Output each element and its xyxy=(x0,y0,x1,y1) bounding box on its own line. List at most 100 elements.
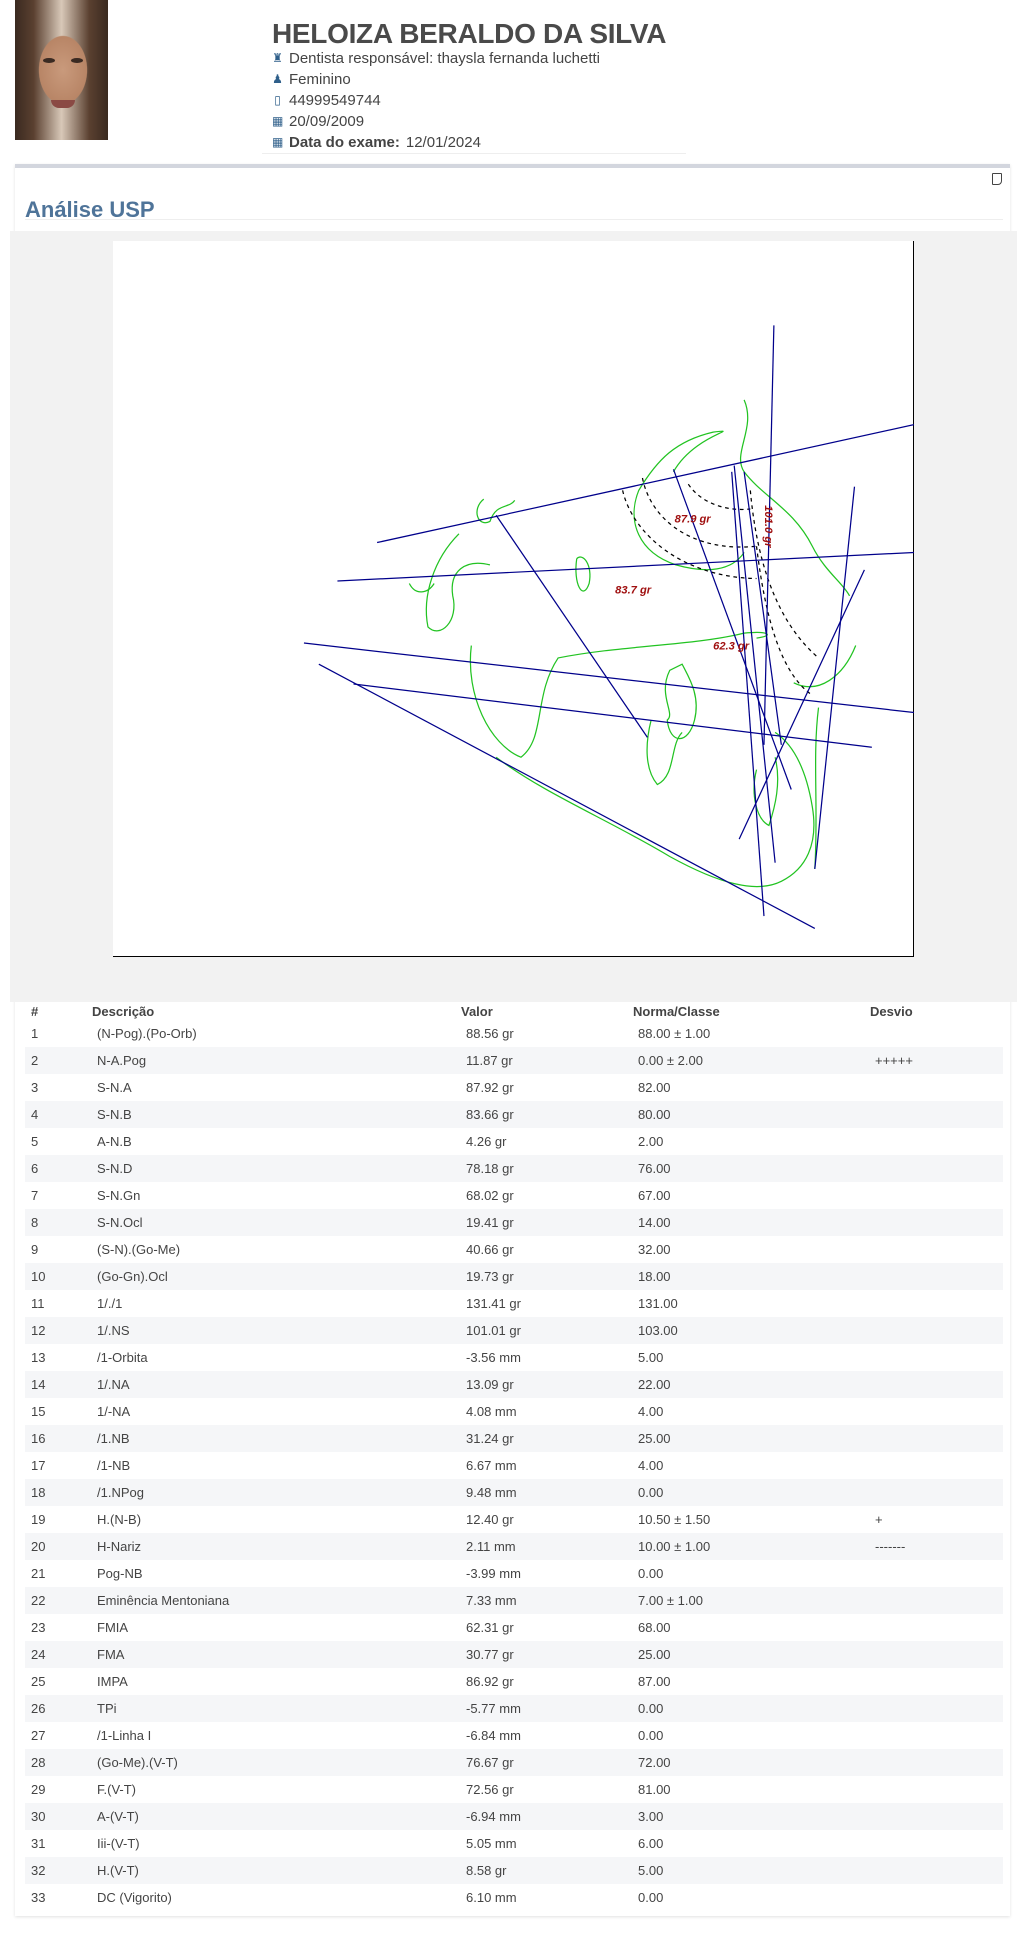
row-description: (Go-Gn).Ocl xyxy=(97,1269,168,1284)
row-norm: 3.00 xyxy=(638,1809,664,1824)
row-description: (S-N).(Go-Me) xyxy=(97,1242,181,1257)
row-norm: 0.00 xyxy=(638,1701,664,1716)
row-norm: 22.00 xyxy=(638,1377,671,1392)
row-description: (Go-Me).(V-T) xyxy=(97,1755,178,1770)
row-number: 32 xyxy=(31,1863,46,1878)
row-number: 30 xyxy=(31,1809,46,1824)
row-description: S-N.Ocl xyxy=(97,1215,143,1230)
angle-label: 101.0 gr xyxy=(762,505,774,548)
row-value: 13.09 gr xyxy=(466,1377,514,1392)
row-norm: 10.00 ± 1.00 xyxy=(638,1539,711,1554)
row-value: -5.77 mm xyxy=(466,1701,521,1716)
row-norm: 80.00 xyxy=(638,1107,671,1122)
row-number: 11 xyxy=(31,1296,45,1311)
row-norm: 25.00 xyxy=(638,1647,671,1662)
angle-label: 62.3 gr xyxy=(713,640,750,652)
row-norm: 2.00 xyxy=(638,1134,664,1149)
row-norm: 131.00 xyxy=(638,1296,678,1311)
row-number: 13 xyxy=(31,1350,46,1365)
angle-label: 83.7 gr xyxy=(615,584,652,596)
row-number: 21 xyxy=(31,1566,46,1581)
row-norm: 68.00 xyxy=(638,1620,671,1635)
row-norm: 81.00 xyxy=(638,1782,671,1797)
row-value: 19.41 gr xyxy=(466,1215,514,1230)
row-description: S-N.Gn xyxy=(97,1188,141,1203)
row-description: FMA xyxy=(97,1647,125,1662)
row-norm: 87.00 xyxy=(638,1674,671,1689)
row-description: FMIA xyxy=(97,1620,129,1635)
row-value: 4.26 gr xyxy=(466,1134,507,1149)
phone-icon: ▯ xyxy=(274,93,281,107)
table-row: 9 (S-N).(Go-Me) 40.66 gr 32.00 xyxy=(25,1236,1003,1263)
row-value: 8.58 gr xyxy=(466,1863,507,1878)
row-value: 101.01 gr xyxy=(466,1323,521,1338)
row-description: H.(N-B) xyxy=(97,1512,142,1527)
angle-arcs xyxy=(622,477,819,696)
row-value: 12.40 gr xyxy=(466,1512,514,1527)
row-value: -3.56 mm xyxy=(466,1350,521,1365)
divider xyxy=(25,219,1003,220)
row-norm: 67.00 xyxy=(638,1188,671,1203)
row-norm: 18.00 xyxy=(638,1269,671,1284)
row-norm: 76.00 xyxy=(638,1161,671,1176)
row-value: 6.10 mm xyxy=(466,1890,517,1905)
row-norm: 6.00 xyxy=(638,1836,664,1851)
row-number: 4 xyxy=(31,1107,39,1122)
row-number: 5 xyxy=(31,1134,39,1149)
row-number: 2 xyxy=(31,1053,39,1068)
row-value: 62.31 gr xyxy=(466,1620,514,1635)
row-value: 86.92 gr xyxy=(466,1674,514,1689)
reference-lines xyxy=(303,325,914,930)
row-number: 3 xyxy=(31,1080,39,1095)
row-description: /1-Linha I xyxy=(97,1728,152,1743)
note-icon[interactable] xyxy=(992,173,1002,185)
row-value: 40.66 gr xyxy=(466,1242,514,1257)
angle-label: 87.9 gr xyxy=(675,514,712,526)
row-number: 17 xyxy=(31,1458,46,1473)
row-description: IMPA xyxy=(97,1674,128,1689)
row-description: /1-NB xyxy=(97,1458,131,1473)
row-number: 14 xyxy=(31,1377,46,1392)
row-deviation: ------- xyxy=(875,1539,906,1554)
row-description: S-N.B xyxy=(97,1107,132,1122)
row-norm: 5.00 xyxy=(638,1350,664,1365)
row-description: N-A.Pog xyxy=(97,1053,147,1068)
row-description: (N-Pog).(Po-Orb) xyxy=(97,1026,197,1041)
row-number: 19 xyxy=(31,1512,46,1527)
row-number: 7 xyxy=(31,1188,39,1203)
row-description: Eminência Mentoniana xyxy=(97,1593,230,1608)
row-value: 19.73 gr xyxy=(466,1269,514,1284)
row-description: Pog-NB xyxy=(97,1566,143,1581)
row-number: 26 xyxy=(31,1701,46,1716)
patient-photo xyxy=(15,0,108,140)
sex-info: ♟Feminino xyxy=(272,71,351,88)
row-number: 9 xyxy=(31,1242,39,1257)
calendar-icon: ▦ xyxy=(272,135,284,149)
row-number: 28 xyxy=(31,1755,46,1770)
row-description: A-(V-T) xyxy=(97,1809,139,1824)
row-value: 131.41 gr xyxy=(466,1296,521,1311)
section-title: Análise USP xyxy=(25,197,155,222)
user-icon: ♟ xyxy=(272,72,283,86)
row-norm: 5.00 xyxy=(638,1863,664,1878)
row-value: 88.56 gr xyxy=(466,1026,514,1041)
row-norm: 103.00 xyxy=(638,1323,678,1338)
row-norm: 7.00 ± 1.00 xyxy=(638,1593,703,1608)
row-description: Iii-(V-T) xyxy=(97,1836,140,1851)
row-value: 78.18 gr xyxy=(466,1161,514,1176)
row-norm: 32.00 xyxy=(638,1242,671,1257)
row-value: 5.05 mm xyxy=(466,1836,517,1851)
